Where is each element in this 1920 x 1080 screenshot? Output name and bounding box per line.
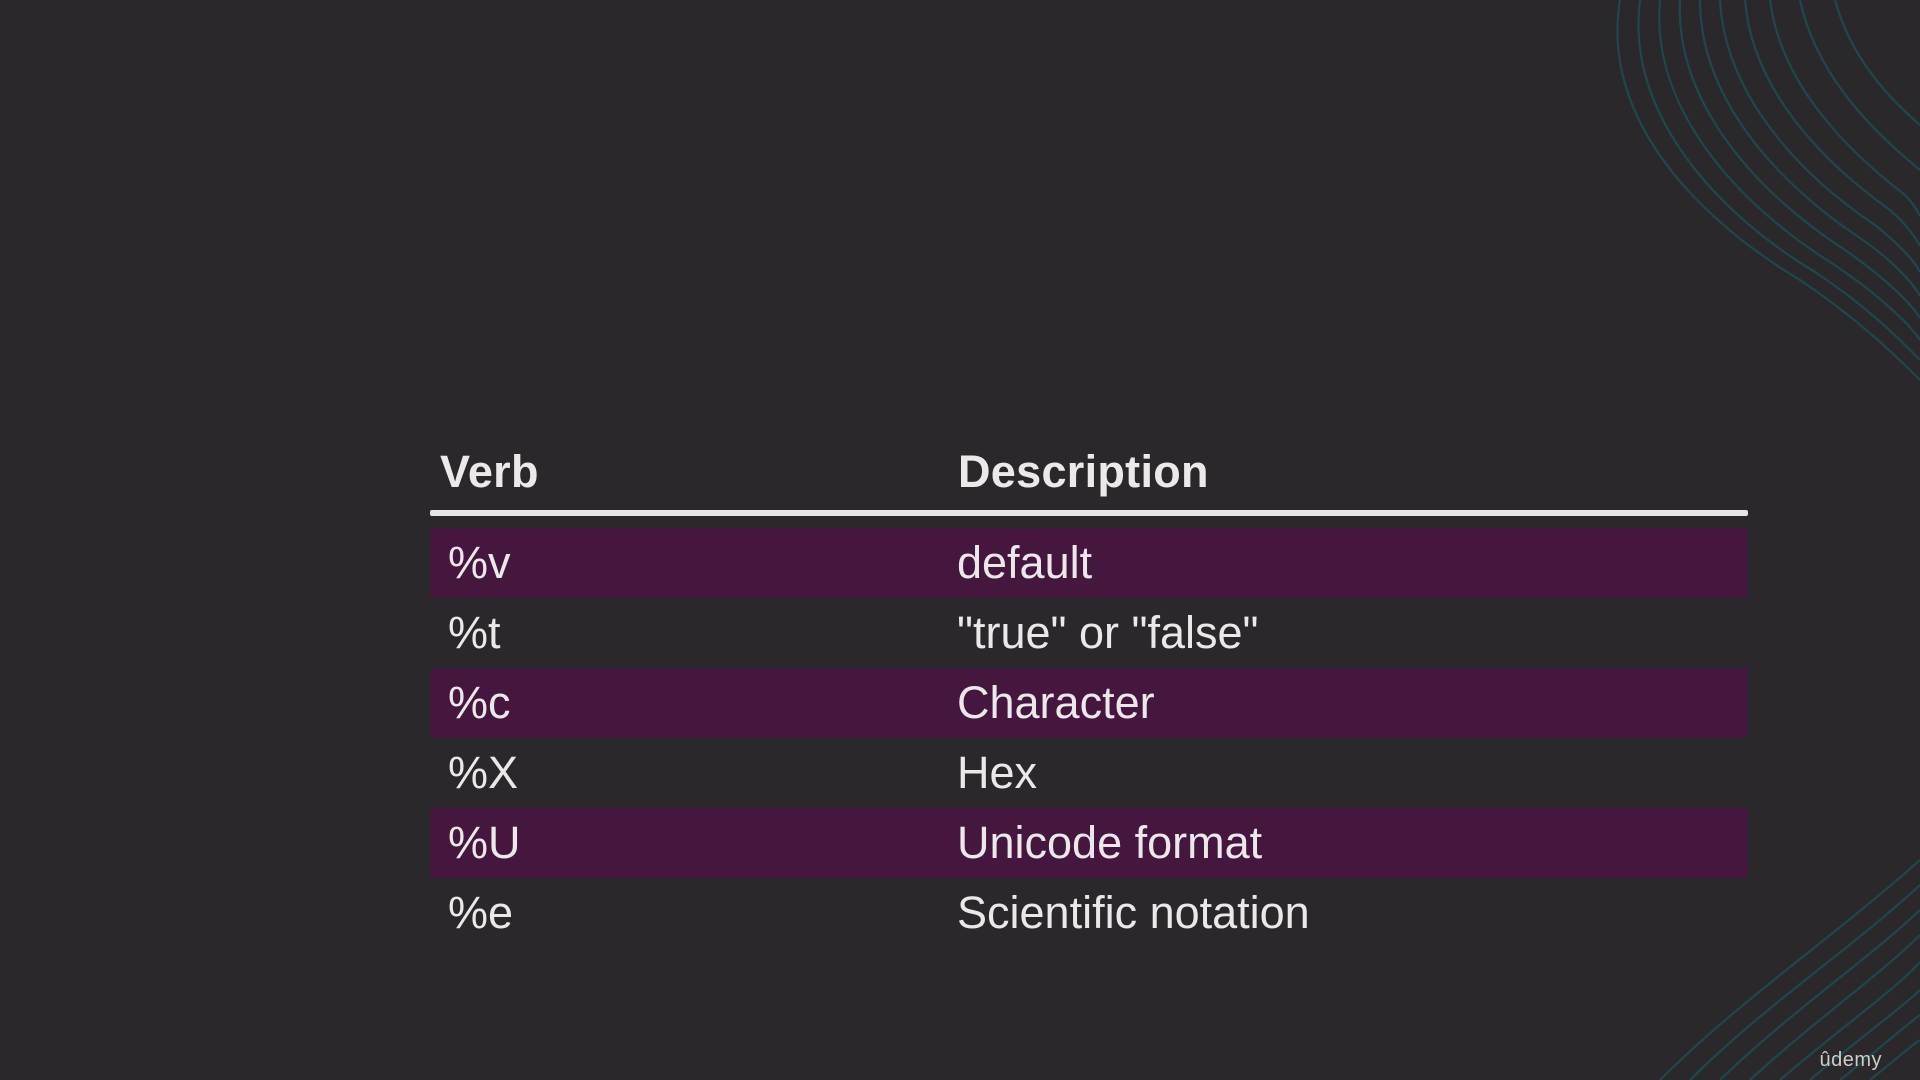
table-body: %v default %t "true" or "false" %c Chara…: [430, 528, 1748, 948]
udemy-logo: ûdemy: [1819, 1049, 1882, 1071]
header-verb: Verb: [440, 446, 539, 497]
verb-cell: %t: [448, 607, 501, 658]
table-row: %U Unicode format: [430, 808, 1748, 878]
description-cell: Character: [957, 677, 1155, 728]
table-row: %t "true" or "false": [430, 598, 1748, 668]
description-cell: "true" or "false": [957, 607, 1259, 658]
table-row: %X Hex: [430, 738, 1748, 808]
header-divider: [430, 510, 1748, 516]
table-row: %v default: [430, 528, 1748, 598]
description-cell: Scientific notation: [957, 887, 1310, 938]
verb-cell: %c: [448, 677, 511, 728]
verb-cell: %e: [448, 887, 514, 938]
verb-cell: %X: [448, 747, 519, 798]
description-cell: Unicode format: [957, 817, 1263, 868]
verb-cell: %v: [448, 537, 511, 588]
description-cell: Hex: [957, 747, 1038, 798]
header-description: Description: [958, 446, 1209, 497]
table-row: %c Character: [430, 668, 1748, 738]
verb-cell: %U: [448, 817, 521, 868]
table-header: Verb Description: [430, 440, 1748, 510]
format-verbs-table: Verb Description %v default %t "true" or…: [430, 440, 1748, 948]
description-cell: default: [957, 537, 1093, 588]
table-row: %e Scientific notation: [430, 878, 1748, 948]
